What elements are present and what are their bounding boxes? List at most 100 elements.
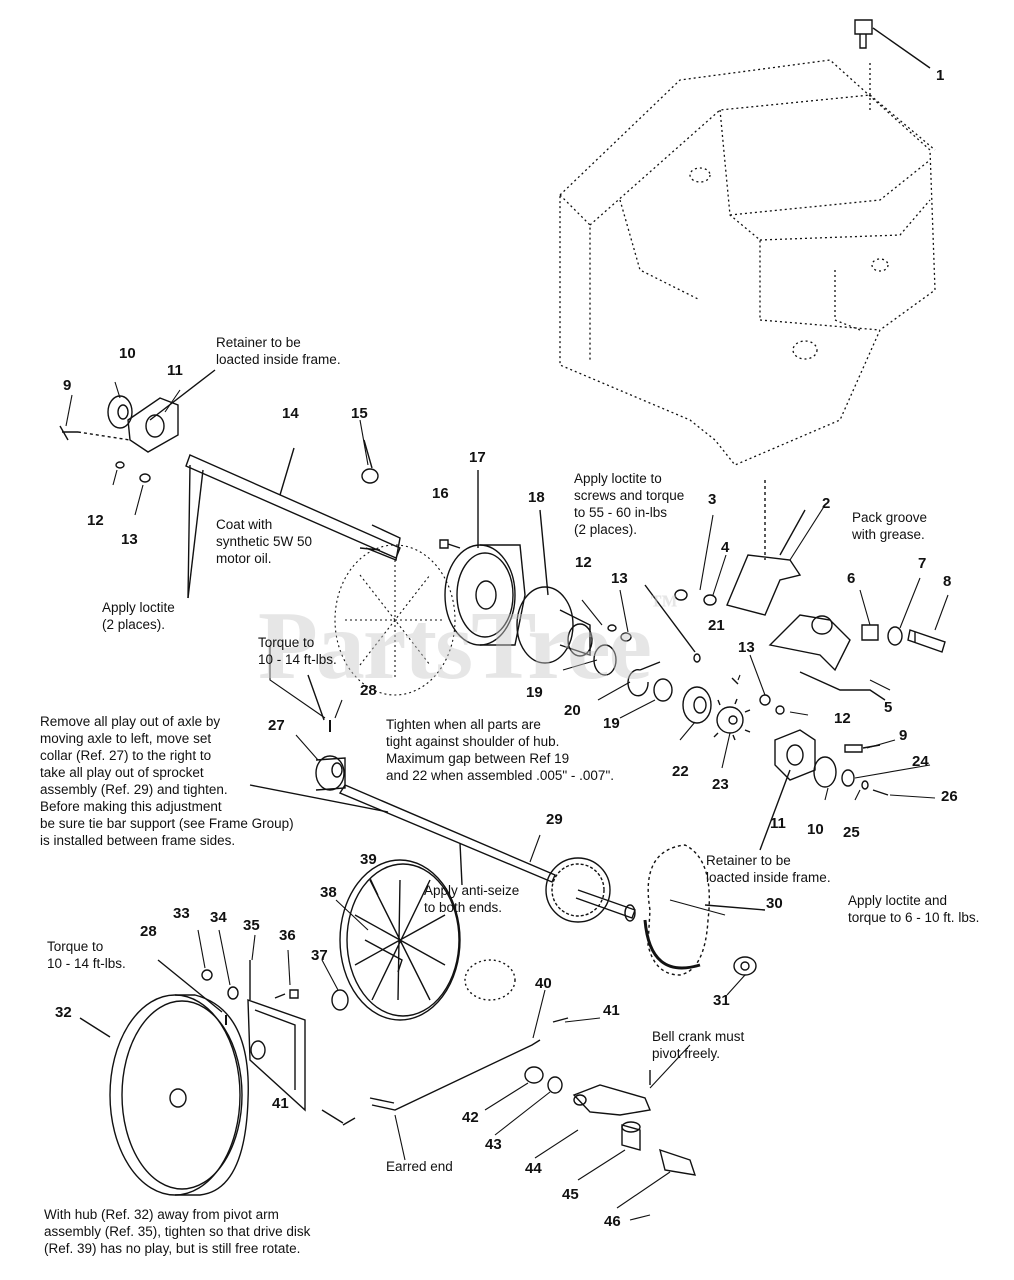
callout-41-lower: 41 bbox=[272, 1095, 289, 1112]
washer-19 bbox=[593, 644, 617, 676]
callout-19-second: 19 bbox=[603, 715, 620, 732]
callout-34: 34 bbox=[210, 909, 227, 926]
callout-9: 9 bbox=[63, 377, 72, 394]
note-earred-end: Earred end bbox=[386, 1159, 453, 1174]
bearing-22 bbox=[682, 686, 712, 724]
pulley-17 bbox=[444, 470, 526, 646]
callout-41: 41 bbox=[603, 1002, 620, 1019]
watermark: PartsTree™ bbox=[258, 590, 678, 700]
callout-46: 46 bbox=[604, 1213, 621, 1230]
callout-10: 10 bbox=[119, 345, 136, 362]
callout-9-right: 9 bbox=[899, 727, 908, 744]
callout-8: 8 bbox=[943, 573, 952, 590]
callout-10-right: 10 bbox=[807, 821, 824, 838]
gear-29 bbox=[545, 857, 636, 923]
callout-24: 24 bbox=[912, 753, 929, 770]
shaft-29 bbox=[249, 784, 556, 886]
chain-30 bbox=[643, 844, 766, 976]
callout-16: 16 bbox=[432, 485, 449, 502]
callout-28: 28 bbox=[360, 682, 377, 699]
callout-29: 29 bbox=[546, 811, 563, 828]
callout-44: 44 bbox=[525, 1160, 542, 1177]
callout-21: 21 bbox=[708, 617, 725, 634]
callout-20: 20 bbox=[564, 702, 581, 719]
callout-17: 17 bbox=[469, 449, 486, 466]
callout-26: 26 bbox=[941, 788, 958, 805]
drive-disk-ghost bbox=[334, 544, 456, 696]
callout-37: 37 bbox=[311, 947, 328, 964]
callout-31: 31 bbox=[713, 992, 730, 1009]
callout-19: 19 bbox=[526, 684, 543, 701]
nut-15 bbox=[361, 439, 379, 484]
frame-housing bbox=[559, 59, 936, 466]
bracket-2 bbox=[726, 480, 806, 616]
callout-2: 2 bbox=[822, 495, 831, 512]
callout-22: 22 bbox=[672, 763, 689, 780]
callout-12-right: 12 bbox=[834, 710, 851, 727]
callout-3: 3 bbox=[708, 491, 717, 508]
callout-25: 25 bbox=[843, 824, 860, 841]
callout-14: 14 bbox=[282, 405, 299, 422]
wheel-32 bbox=[79, 994, 249, 1196]
crank-5 bbox=[768, 614, 886, 701]
callout-35: 35 bbox=[243, 917, 260, 934]
callout-5: 5 bbox=[884, 699, 893, 716]
callout-33: 33 bbox=[173, 905, 190, 922]
callout-23: 23 bbox=[712, 776, 729, 793]
callout-27: 27 bbox=[268, 717, 285, 734]
bell-crank-44 bbox=[572, 1084, 651, 1116]
callout-13-right: 13 bbox=[738, 639, 755, 656]
bearing-left bbox=[59, 369, 216, 483]
bearing-right bbox=[759, 729, 816, 851]
collar-27 bbox=[315, 755, 346, 791]
callout-1: 1 bbox=[936, 67, 945, 84]
callout-6: 6 bbox=[847, 570, 856, 587]
snap-ring-20 bbox=[627, 661, 661, 697]
rod-40 bbox=[369, 1039, 541, 1111]
callout-11-right: 11 bbox=[770, 815, 786, 832]
leader-lines bbox=[65, 381, 949, 1221]
note-apply-loctite: Apply loctite(2 places). bbox=[102, 600, 175, 632]
hub-18 bbox=[516, 509, 593, 664]
screw-16 bbox=[439, 539, 461, 549]
callout-4: 4 bbox=[721, 539, 730, 556]
callout-43: 43 bbox=[485, 1136, 502, 1153]
callout-45: 45 bbox=[562, 1186, 579, 1203]
axle-14 bbox=[185, 447, 401, 599]
callout-40: 40 bbox=[535, 975, 552, 992]
callout-36: 36 bbox=[279, 927, 296, 944]
callout-15: 15 bbox=[351, 405, 368, 422]
callout-12-mid: 12 bbox=[575, 554, 592, 571]
drive-disk-39 bbox=[339, 859, 461, 1021]
callout-7: 7 bbox=[918, 555, 927, 572]
callout-42: 42 bbox=[462, 1109, 479, 1126]
callout-38: 38 bbox=[320, 884, 337, 901]
callout-28-lower: 28 bbox=[140, 923, 157, 940]
callout-13-mid: 13 bbox=[611, 570, 628, 587]
callout-32: 32 bbox=[55, 1004, 72, 1021]
callout-11: 11 bbox=[167, 362, 183, 379]
callout-18: 18 bbox=[528, 489, 545, 506]
pivot-arm-35 bbox=[247, 960, 306, 1112]
callout-13: 13 bbox=[121, 531, 138, 548]
screw-1 bbox=[854, 19, 931, 69]
callout-12: 12 bbox=[87, 512, 104, 529]
callout-30: 30 bbox=[766, 895, 783, 912]
callout-39: 39 bbox=[360, 851, 377, 868]
sprocket-23 bbox=[713, 698, 751, 741]
